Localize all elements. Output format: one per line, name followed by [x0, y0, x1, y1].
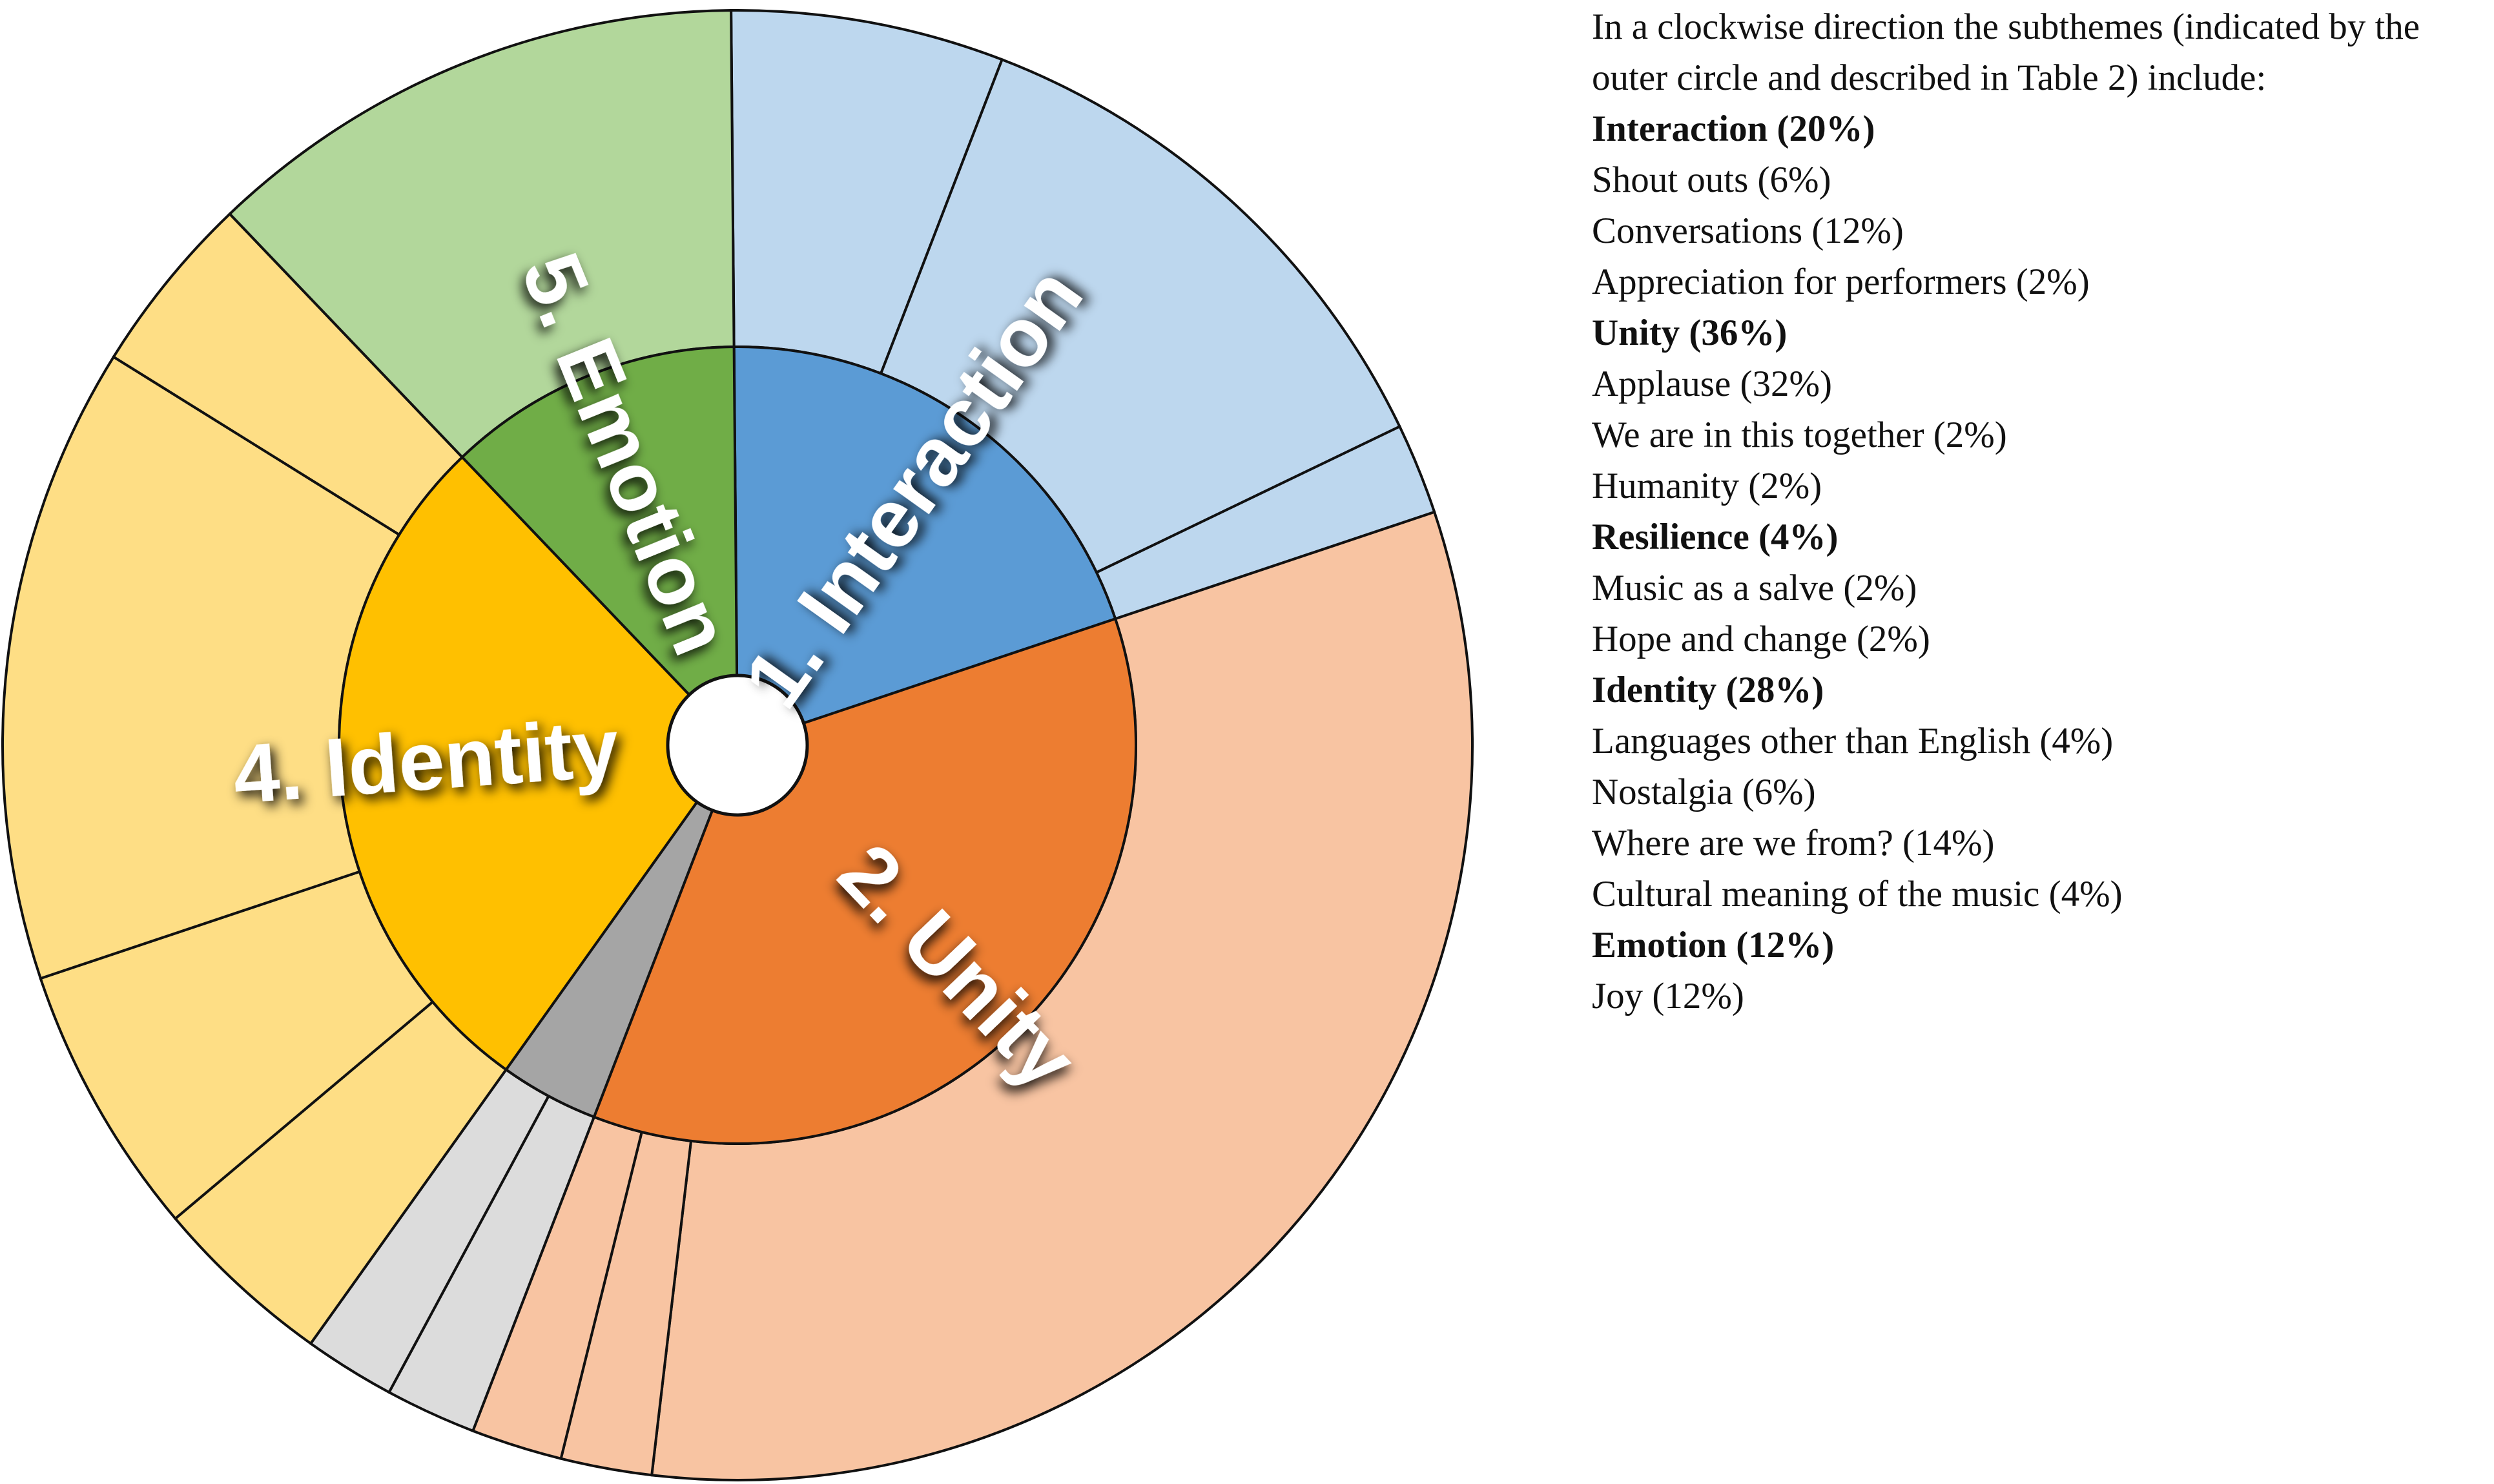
legend-subtheme-line: Languages other than English (4%): [1592, 721, 2114, 761]
legend-theme-line: Emotion (12%): [1592, 925, 1835, 965]
center-hole: [666, 674, 809, 817]
legend-theme-line: Resilience (4%): [1592, 517, 1839, 557]
legend-subtheme-line: Conversations (12%): [1592, 211, 1904, 251]
inner-ring: [338, 345, 1137, 1145]
legend-theme-line: Unity (36%): [1592, 313, 1788, 353]
legend-subtheme-line: We are in this together (2%): [1592, 415, 2007, 455]
legend-subtheme-line: Where are we from? (14%): [1592, 823, 1995, 863]
legend-subtheme-line: Nostalgia (6%): [1592, 772, 1816, 812]
legend-subtheme-line: Humanity (2%): [1592, 466, 1822, 506]
legend-subtheme-line: Appreciation for performers (2%): [1592, 262, 2090, 302]
legend-theme-line: Identity (28%): [1592, 670, 1824, 710]
legend-intro: In a clockwise direction the subthemes (…: [1592, 6, 2420, 98]
legend-theme-line: Interaction (20%): [1592, 108, 1875, 149]
legend-subtheme-line: Shout outs (6%): [1592, 160, 1831, 200]
legend-subtheme-line: Hope and change (2%): [1592, 619, 1930, 659]
outer-ring: [1, 9, 1474, 1481]
legend-subtheme-line: Music as a salve (2%): [1592, 568, 1917, 608]
legend-lines: Interaction (20%) Shout outs (6%) Conversa…: [1592, 103, 2489, 1022]
legend-subtheme-line: Cultural meaning of the music (4%): [1592, 874, 2123, 914]
subtheme-legend: In a clockwise direction the subthemes (…: [1592, 0, 2489, 1022]
legend-subtheme-line: Joy (12%): [1592, 976, 1744, 1016]
legend-subtheme-line: Applause (32%): [1592, 364, 1832, 404]
